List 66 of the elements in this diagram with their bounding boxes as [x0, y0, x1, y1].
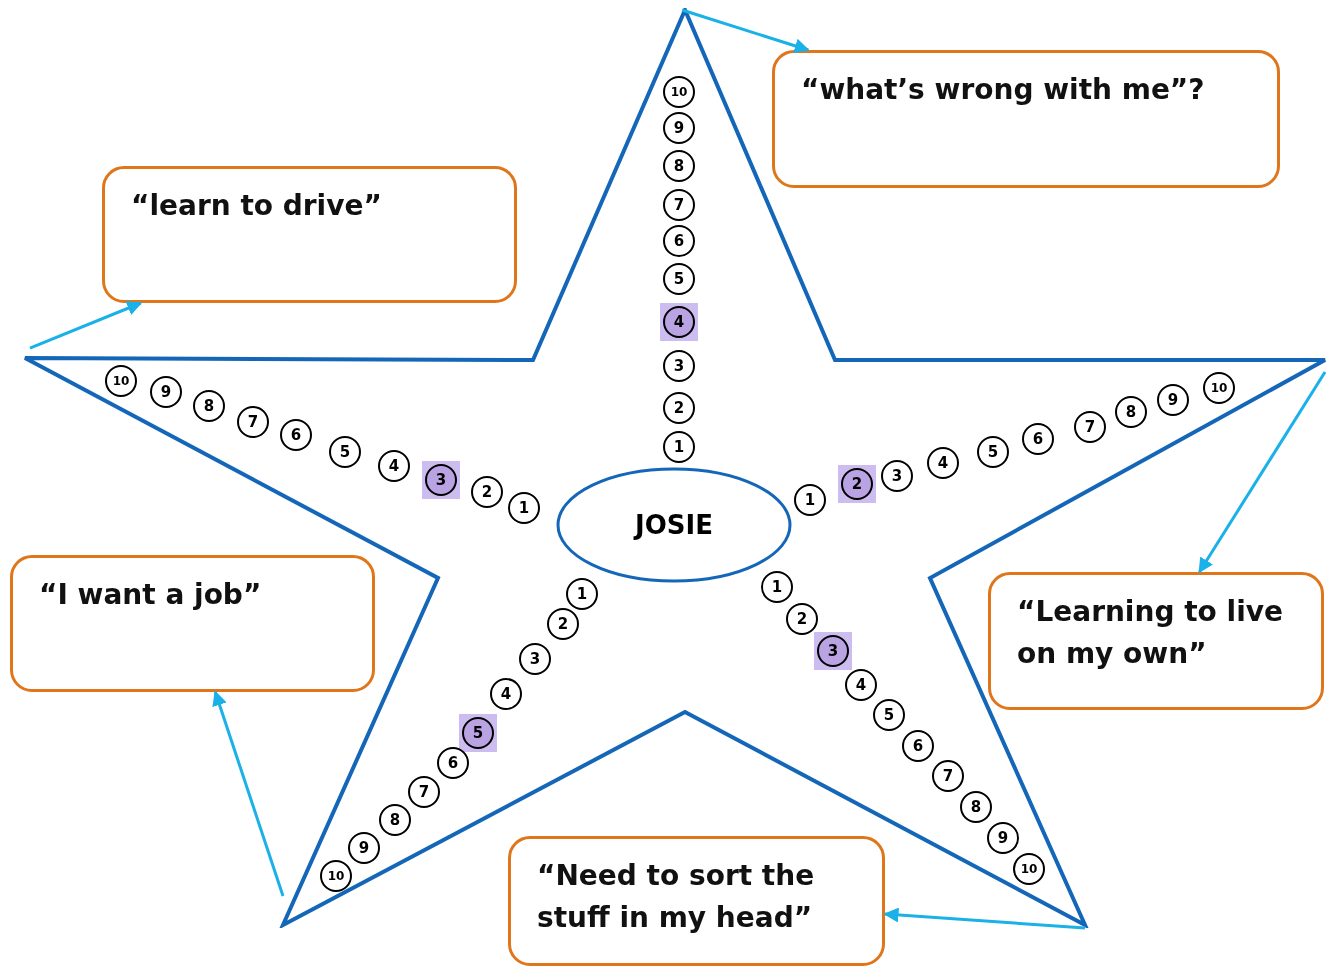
number-circle: 3 — [817, 635, 849, 667]
number-circle: 5 — [462, 717, 494, 749]
number-circle: 8 — [960, 791, 992, 823]
number-circle: 9 — [1157, 384, 1189, 416]
number-circle: 2 — [471, 476, 503, 508]
number-circle: 10 — [105, 365, 137, 397]
number-circle: 1 — [794, 484, 826, 516]
arrow — [212, 690, 285, 897]
quote-text: “what’s wrong with me”? — [801, 72, 1206, 108]
arrow — [1198, 371, 1327, 574]
number-circle: 1 — [566, 578, 598, 610]
number-circle: 10 — [1203, 372, 1235, 404]
quote-text: “learn to drive” — [131, 188, 383, 224]
person-name: JOSIE — [635, 510, 713, 540]
number-circle: 10 — [663, 76, 695, 108]
number-circle: 10 — [1013, 853, 1045, 885]
number-circle: 2 — [663, 392, 695, 424]
quote-box — [10, 555, 375, 692]
number-circle: 8 — [379, 804, 411, 836]
number-circle: 3 — [663, 350, 695, 382]
quote-box — [988, 572, 1324, 710]
number-circle: 8 — [193, 390, 225, 422]
number-circle: 3 — [519, 643, 551, 675]
number-circle: 4 — [845, 669, 877, 701]
number-circle: 4 — [663, 306, 695, 338]
number-circle: 4 — [378, 450, 410, 482]
quote-text: “I want a job” — [39, 577, 263, 613]
number-circle: 1 — [663, 431, 695, 463]
number-circle: 7 — [932, 760, 964, 792]
number-circle: 5 — [873, 699, 905, 731]
number-circle: 6 — [437, 747, 469, 779]
number-circle: 6 — [1022, 423, 1054, 455]
quote-text: “Need to sort the stuff in my head” — [537, 858, 816, 936]
number-circle: 7 — [663, 189, 695, 221]
number-circle: 8 — [1115, 396, 1147, 428]
number-circle: 6 — [902, 730, 934, 762]
number-circle: 10 — [320, 860, 352, 892]
quote-box — [772, 50, 1280, 188]
number-circle: 5 — [329, 436, 361, 468]
number-circle: 5 — [663, 263, 695, 295]
arrow — [29, 301, 143, 350]
number-circle: 2 — [786, 603, 818, 635]
number-circle: 9 — [150, 376, 182, 408]
number-circle: 1 — [508, 492, 540, 524]
arrow — [681, 8, 810, 54]
number-circle: 3 — [881, 460, 913, 492]
number-circle: 6 — [280, 419, 312, 451]
number-circle: 2 — [547, 608, 579, 640]
quote-box — [508, 836, 885, 966]
number-circle: 9 — [987, 822, 1019, 854]
number-circle: 2 — [841, 468, 873, 500]
number-circle: 7 — [408, 776, 440, 808]
number-circle: 8 — [663, 150, 695, 182]
number-circle: 3 — [425, 464, 457, 496]
arrow — [883, 907, 1086, 930]
quote-text: “Learning to live on my own” — [1017, 594, 1284, 672]
number-circle: 7 — [237, 406, 269, 438]
number-circle: 4 — [490, 678, 522, 710]
number-circle: 5 — [977, 436, 1009, 468]
number-circle: 6 — [663, 225, 695, 257]
number-circle: 9 — [348, 832, 380, 864]
quote-box — [102, 166, 517, 303]
number-circle: 4 — [927, 447, 959, 479]
number-circle: 9 — [663, 112, 695, 144]
number-circle: 7 — [1074, 411, 1106, 443]
number-circle: 1 — [761, 571, 793, 603]
